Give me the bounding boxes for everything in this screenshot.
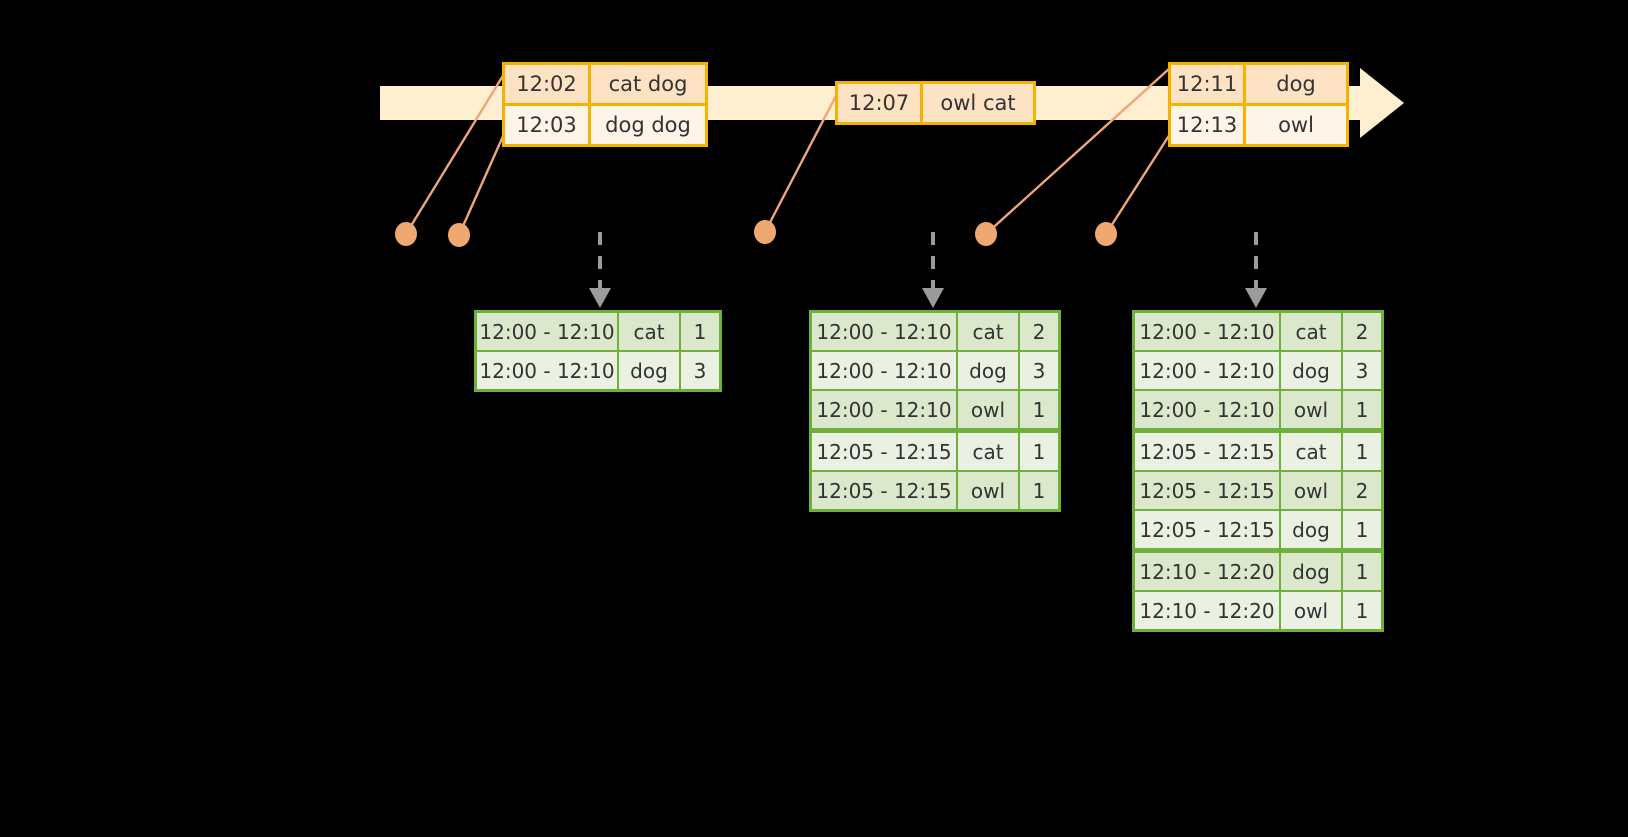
event-time: 12:13 (1171, 106, 1246, 144)
count-cell: 1 (1343, 391, 1381, 428)
window-cell: 12:05 - 12:15 (812, 433, 958, 470)
window-cell: 12:00 - 12:10 (812, 352, 958, 389)
word-cell: cat (1281, 313, 1343, 350)
event-row: 12:02 cat dog (505, 65, 705, 103)
event-card-3[interactable]: 12:11 dog 12:13 owl (1168, 62, 1349, 147)
word-cell: owl (1281, 391, 1343, 428)
event-row: 12:03 dog dog (505, 103, 705, 144)
count-cell: 2 (1020, 313, 1058, 350)
dot-1211 (975, 222, 997, 246)
event-row: 12:13 owl (1171, 103, 1346, 144)
dot-1202 (395, 222, 417, 246)
window-cell: 12:10 - 12:20 (1135, 592, 1281, 629)
window-cell: 12:00 - 12:10 (1135, 391, 1281, 428)
event-time: 12:07 (838, 84, 923, 122)
window-cell: 12:00 - 12:10 (1135, 352, 1281, 389)
count-cell: 2 (1343, 313, 1381, 350)
window-cell: 12:05 - 12:15 (812, 472, 958, 509)
count-cell: 1 (1343, 511, 1381, 548)
word-cell: dog (619, 352, 681, 389)
window-cell: 12:00 - 12:10 (1135, 313, 1281, 350)
window-cell: 12:00 - 12:10 (477, 313, 619, 350)
word-cell: dog (958, 352, 1020, 389)
dot-1203 (448, 223, 470, 247)
word-cell: dog (1281, 553, 1343, 590)
event-words: owl (1246, 106, 1346, 144)
dot-1213 (1095, 222, 1117, 246)
window-cell: 12:05 - 12:15 (1135, 433, 1281, 470)
count-cell: 3 (681, 352, 719, 389)
word-cell: cat (958, 313, 1020, 350)
count-cell: 3 (1020, 352, 1058, 389)
event-row: 12:11 dog (1171, 65, 1346, 103)
count-cell: 1 (1020, 433, 1058, 470)
event-words: dog (1246, 65, 1346, 103)
event-time: 12:11 (1171, 65, 1246, 103)
count-cell: 2 (1343, 472, 1381, 509)
word-cell: owl (1281, 592, 1343, 629)
window-cell: 12:00 - 12:10 (812, 391, 958, 428)
word-cell: cat (958, 433, 1020, 470)
event-time: 12:03 (505, 106, 591, 144)
window-cell: 12:05 - 12:15 (1135, 472, 1281, 509)
flow-arrow-3 (1245, 232, 1267, 308)
word-cell: dog (1281, 511, 1343, 548)
count-cell: 1 (1343, 592, 1381, 629)
window-cell: 12:05 - 12:15 (1135, 511, 1281, 548)
count-cell: 1 (1343, 553, 1381, 590)
event-row: 12:07 owl cat (838, 84, 1033, 122)
count-cell: 3 (1343, 352, 1381, 389)
word-cell: cat (1281, 433, 1343, 470)
count-cell: 1 (681, 313, 719, 350)
event-time: 12:02 (505, 65, 591, 103)
dot-1207 (754, 220, 776, 244)
flow-arrows (589, 232, 1267, 308)
flow-arrow-2 (922, 232, 944, 308)
count-cell: 1 (1020, 391, 1058, 428)
event-card-1[interactable]: 12:02 cat dog 12:03 dog dog (502, 62, 708, 147)
window-cell: 12:10 - 12:20 (1135, 553, 1281, 590)
event-card-2[interactable]: 12:07 owl cat (835, 81, 1036, 125)
flow-arrow-1 (589, 232, 611, 308)
word-cell: owl (1281, 472, 1343, 509)
event-words: dog dog (591, 106, 705, 144)
word-cell: dog (1281, 352, 1343, 389)
word-cell: cat (619, 313, 681, 350)
window-cell: 12:00 - 12:10 (477, 352, 619, 389)
word-cell: owl (958, 391, 1020, 428)
count-cell: 1 (1020, 472, 1058, 509)
connector-dots (395, 220, 1117, 247)
event-words: owl cat (923, 84, 1033, 122)
word-cell: owl (958, 472, 1020, 509)
window-cell: 12:00 - 12:10 (812, 313, 958, 350)
count-cell: 1 (1343, 433, 1381, 470)
event-words: cat dog (591, 65, 705, 103)
